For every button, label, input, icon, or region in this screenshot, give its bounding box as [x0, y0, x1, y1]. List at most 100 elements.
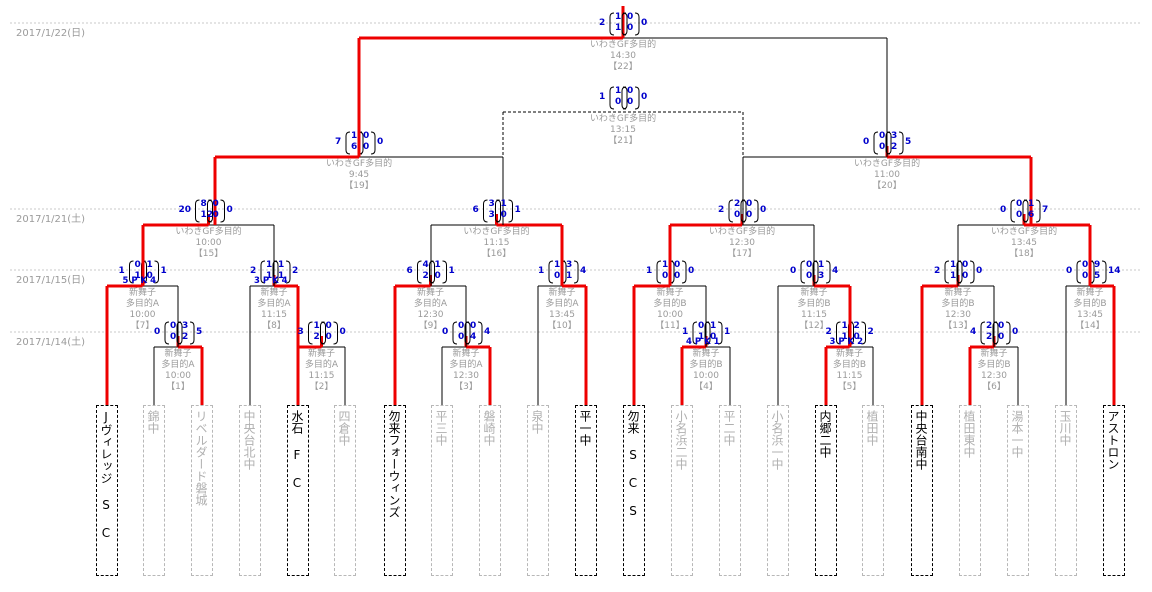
- score-a1: 0: [470, 321, 477, 331]
- match-no: 【6】: [982, 382, 1006, 392]
- score-a1: 0: [212, 199, 219, 209]
- score-bracket: [272, 260, 278, 284]
- score-h2: 0: [1082, 271, 1089, 281]
- score-home: 1: [538, 266, 545, 276]
- match-no: 【9】: [418, 321, 443, 331]
- score-h2: 0: [458, 332, 465, 342]
- score-bracket: [812, 260, 818, 284]
- match-no: 【13】: [943, 321, 973, 331]
- score-h1: 1: [615, 86, 622, 96]
- match-venue1: いわきGF多目的: [325, 159, 393, 169]
- score-bracket: [1035, 199, 1041, 223]
- score-h2: 0: [879, 142, 886, 152]
- score-h2: 0: [615, 97, 622, 107]
- team-name: 内郷二中: [815, 405, 837, 576]
- match-venue1: 新舞子: [416, 288, 444, 298]
- score-bracket: [634, 12, 640, 36]
- match-no: 【14】: [1075, 321, 1105, 331]
- match-venue1: 新舞子: [656, 288, 684, 298]
- score-bracket: [681, 260, 687, 284]
- match-venue2: 多目的B: [941, 299, 975, 309]
- score-bracket: [207, 199, 212, 223]
- match-no: 【4】: [694, 382, 718, 392]
- score-home: 2: [250, 266, 257, 276]
- team-name: 植田中: [862, 405, 884, 576]
- score-bracket: [320, 321, 325, 345]
- score-h1: 0: [1082, 260, 1089, 270]
- match-venue2: 多目的B: [1073, 299, 1107, 309]
- team-name: 小名浜一中: [767, 405, 789, 576]
- score-home: 7: [335, 137, 342, 147]
- match-venue2: 多目的A: [413, 299, 448, 309]
- score-bracket: [634, 86, 640, 110]
- score-away: 0: [339, 327, 346, 337]
- score-home: 2: [934, 266, 941, 276]
- score-h2: 2: [422, 271, 429, 281]
- score-h2: 1: [266, 271, 273, 281]
- score-h1: 1: [266, 260, 273, 270]
- score-home: 0: [442, 327, 449, 337]
- date-label: 2017/1/22(日): [16, 28, 86, 39]
- match-time: 11:15: [836, 371, 863, 381]
- score-a2: 0: [746, 210, 753, 220]
- score-bracket: [370, 131, 376, 155]
- score-bracket: [176, 321, 182, 345]
- score-bracket: [1005, 321, 1011, 345]
- match-venue2: 多目的B: [977, 360, 1011, 370]
- score-bracket: [260, 260, 266, 284]
- score-bracket: [956, 260, 962, 284]
- score-a2: 3: [818, 271, 825, 281]
- score-bracket: [728, 199, 734, 223]
- match-time: 9:45: [348, 170, 370, 180]
- score-bracket: [452, 321, 458, 345]
- date-label: 2017/1/21(土): [16, 214, 86, 225]
- match-time: 10:00: [195, 238, 222, 248]
- score-h1: 1: [554, 260, 561, 270]
- score-bracket: [753, 199, 759, 223]
- pk-result: 4 P K 1: [686, 337, 720, 347]
- score-bracket: [189, 321, 195, 345]
- score-a1: 0: [627, 86, 634, 96]
- score-bracket: [417, 260, 422, 284]
- score-bracket: [873, 131, 879, 155]
- match-venue1: いわきGF多目的: [589, 114, 657, 124]
- score-a2: 1: [566, 271, 573, 281]
- score-away: 5: [905, 137, 912, 147]
- match-no: 【1】: [166, 382, 190, 392]
- score-bracket: [717, 321, 723, 345]
- match-time: 11:15: [483, 238, 510, 248]
- score-home: 1: [599, 92, 606, 102]
- score-h2: 1: [134, 271, 141, 281]
- match-time: 13:45: [1011, 238, 1037, 248]
- score-a2: 2: [891, 142, 898, 152]
- score-bracket: [656, 260, 662, 284]
- match-venue1: いわきGF多目的: [589, 40, 657, 50]
- score-h1: 0: [698, 321, 705, 331]
- score-home: 0: [1000, 205, 1007, 215]
- score-bracket: [1022, 199, 1028, 223]
- score-bracket: [495, 199, 500, 223]
- match-no: 【17】: [727, 249, 757, 259]
- match-venue1: 新舞子: [692, 349, 720, 359]
- match-venue1: 新舞子: [164, 349, 192, 359]
- score-bracket: [1101, 260, 1107, 284]
- score-bracket: [861, 321, 866, 345]
- score-h2: 1: [698, 332, 705, 342]
- score-bracket: [944, 260, 950, 284]
- score-home: 0: [154, 327, 161, 337]
- score-h1: 1: [615, 12, 622, 22]
- score-h1: 0: [806, 260, 813, 270]
- score-home: 2: [599, 18, 606, 28]
- pk-result: 3 P K 4: [254, 276, 288, 286]
- match-time: 11:15: [801, 310, 827, 320]
- score-h2: 6: [351, 142, 358, 152]
- score-a2: 5: [1094, 271, 1101, 281]
- match-time: 13:45: [1077, 310, 1103, 320]
